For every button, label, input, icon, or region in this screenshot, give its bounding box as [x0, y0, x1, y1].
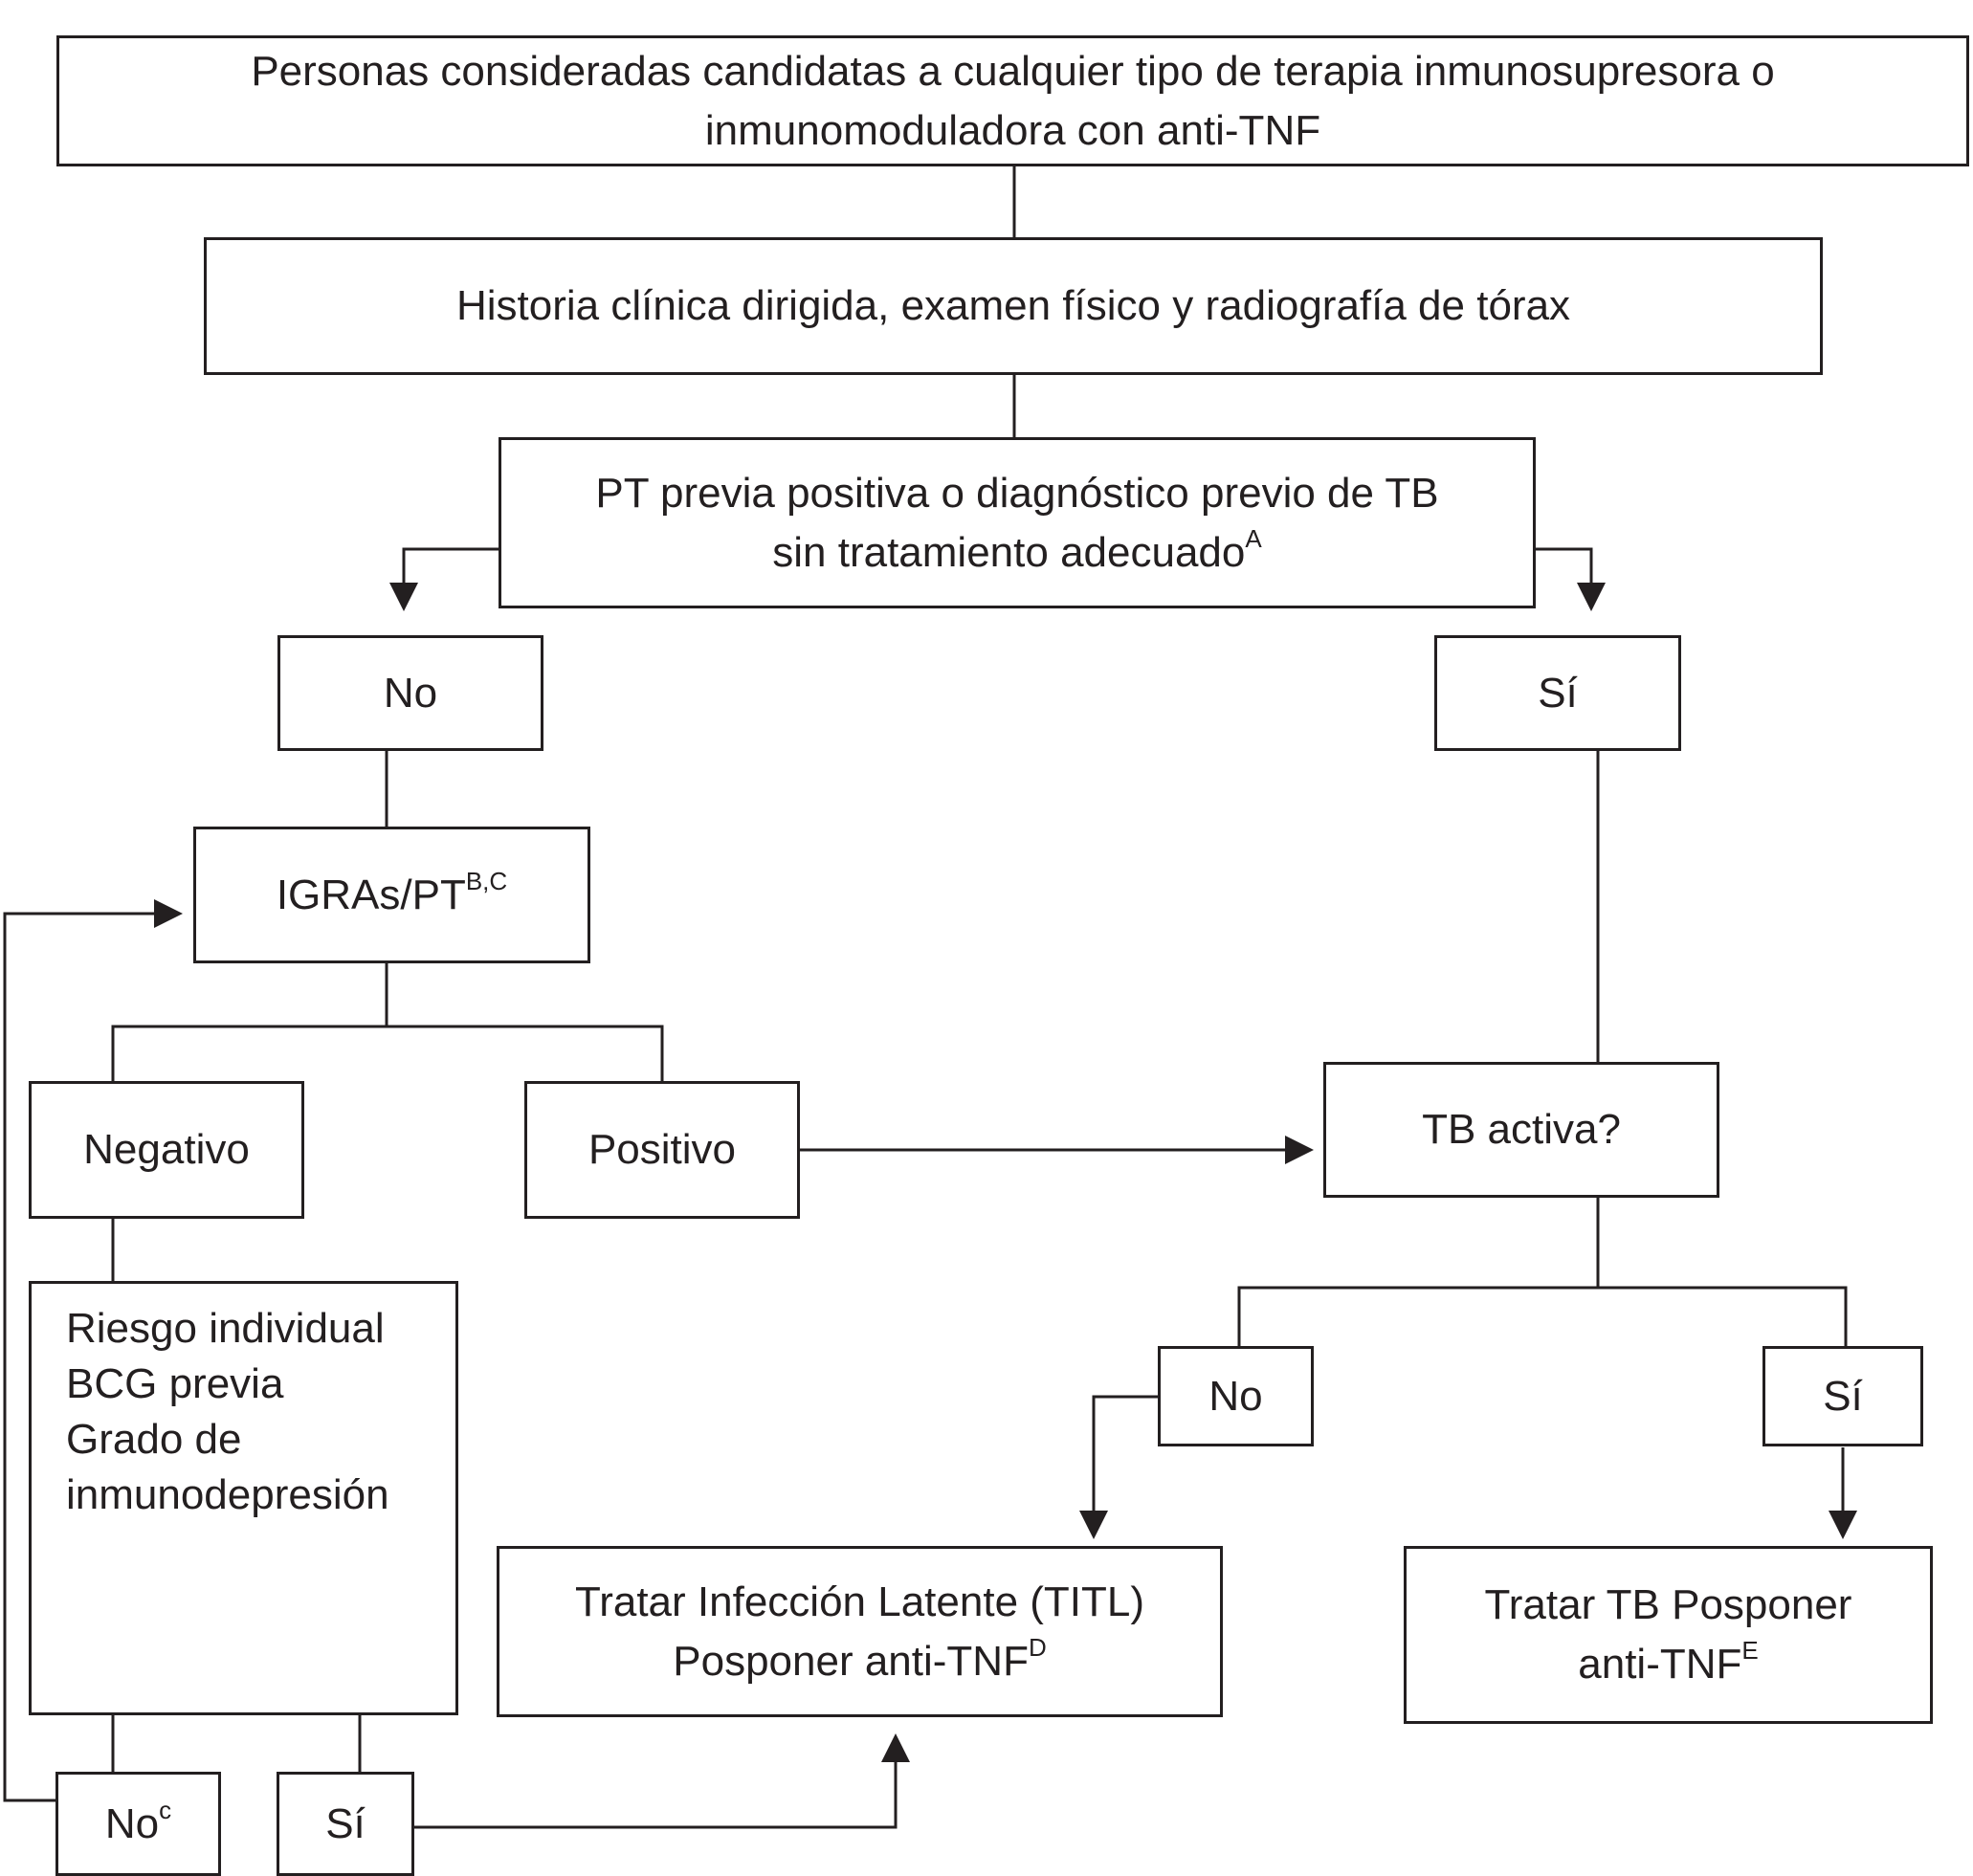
prior-test-line-2: sin tratamiento adecuado: [772, 528, 1246, 576]
arrow-sibottom-titl: [414, 1733, 910, 1829]
candidates-box: Personas consideradas candidatas a cualq…: [56, 35, 1969, 166]
no-top-label: No: [383, 669, 438, 717]
risk-line-4: inmunodepresión: [66, 1471, 389, 1518]
no-top-box: No: [277, 635, 543, 751]
positivo-box: Positivo: [524, 1081, 800, 1219]
footnote-a: A: [1245, 523, 1262, 553]
si-mid-box: Sí: [1762, 1346, 1923, 1446]
arrow-nobottom-igras: [3, 899, 183, 1802]
titl-line-2: Posponer anti-TNF: [673, 1637, 1029, 1685]
negativo-box: Negativo: [29, 1081, 304, 1219]
footnote-c: c: [159, 1795, 172, 1824]
tb-activa-box: TB activa?: [1323, 1062, 1719, 1198]
connector-split-negativo: [111, 1025, 664, 1081]
footnote-d: D: [1028, 1632, 1047, 1662]
candidates-line-2: inmunomoduladora con anti-TNF: [704, 106, 1321, 154]
no-bottom-box: Noc: [55, 1772, 221, 1876]
positivo-label: Positivo: [587, 1126, 737, 1173]
igras-pt-label: IGRAs/PT: [276, 871, 466, 918]
igras-pt-box: IGRAs/PTB,C: [193, 827, 590, 963]
tratar-tb-line-1: Tratar TB Posponer: [1484, 1581, 1852, 1628]
footnote-bc: B,C: [465, 866, 508, 895]
risk-factors-box: Riesgo individual BCG previa Grado de in…: [29, 1281, 458, 1715]
si-bottom-label: Sí: [325, 1799, 366, 1847]
history-text: Historia clínica dirigida, examen físico…: [455, 282, 1571, 329]
titl-line-1: Tratar Infección Latente (TITL): [574, 1578, 1145, 1625]
no-bottom-label: No: [104, 1799, 160, 1847]
candidates-line-1: Personas consideradas candidatas a cualq…: [251, 47, 1775, 95]
prior-test-line-1: PT previa positiva o diagnóstico previo …: [595, 469, 1439, 517]
connector-split-no-si: [1237, 1286, 1848, 1346]
tratar-tb-box: Tratar TB Posponer anti-TNFE: [1404, 1546, 1933, 1724]
no-mid-label: No: [1208, 1372, 1263, 1420]
risk-line-2: BCG previa: [66, 1360, 284, 1407]
tb-activa-label: TB activa?: [1422, 1106, 1621, 1153]
prior-test-decision-box: PT previa positiva o diagnóstico previo …: [499, 437, 1536, 608]
tratar-tb-line-2: anti-TNF: [1578, 1641, 1742, 1688]
footnote-e: E: [1741, 1636, 1759, 1665]
negativo-label: Negativo: [83, 1126, 250, 1173]
arrow-nomid-titl: [1079, 1395, 1158, 1539]
titl-box: Tratar Infección Latente (TITL) Posponer…: [497, 1546, 1223, 1717]
arrow-prior-no: [389, 547, 499, 611]
si-top-label: Sí: [1538, 669, 1578, 717]
no-mid-box: No: [1158, 1346, 1314, 1446]
risk-line-1: Riesgo individual: [66, 1305, 385, 1352]
si-bottom-box: Sí: [277, 1772, 414, 1876]
history-box: Historia clínica dirigida, examen físico…: [204, 237, 1823, 375]
risk-line-3: Grado de: [66, 1416, 242, 1463]
arrow-prior-si: [1536, 547, 1606, 611]
si-top-box: Sí: [1434, 635, 1681, 751]
si-mid-label: Sí: [1823, 1372, 1863, 1420]
